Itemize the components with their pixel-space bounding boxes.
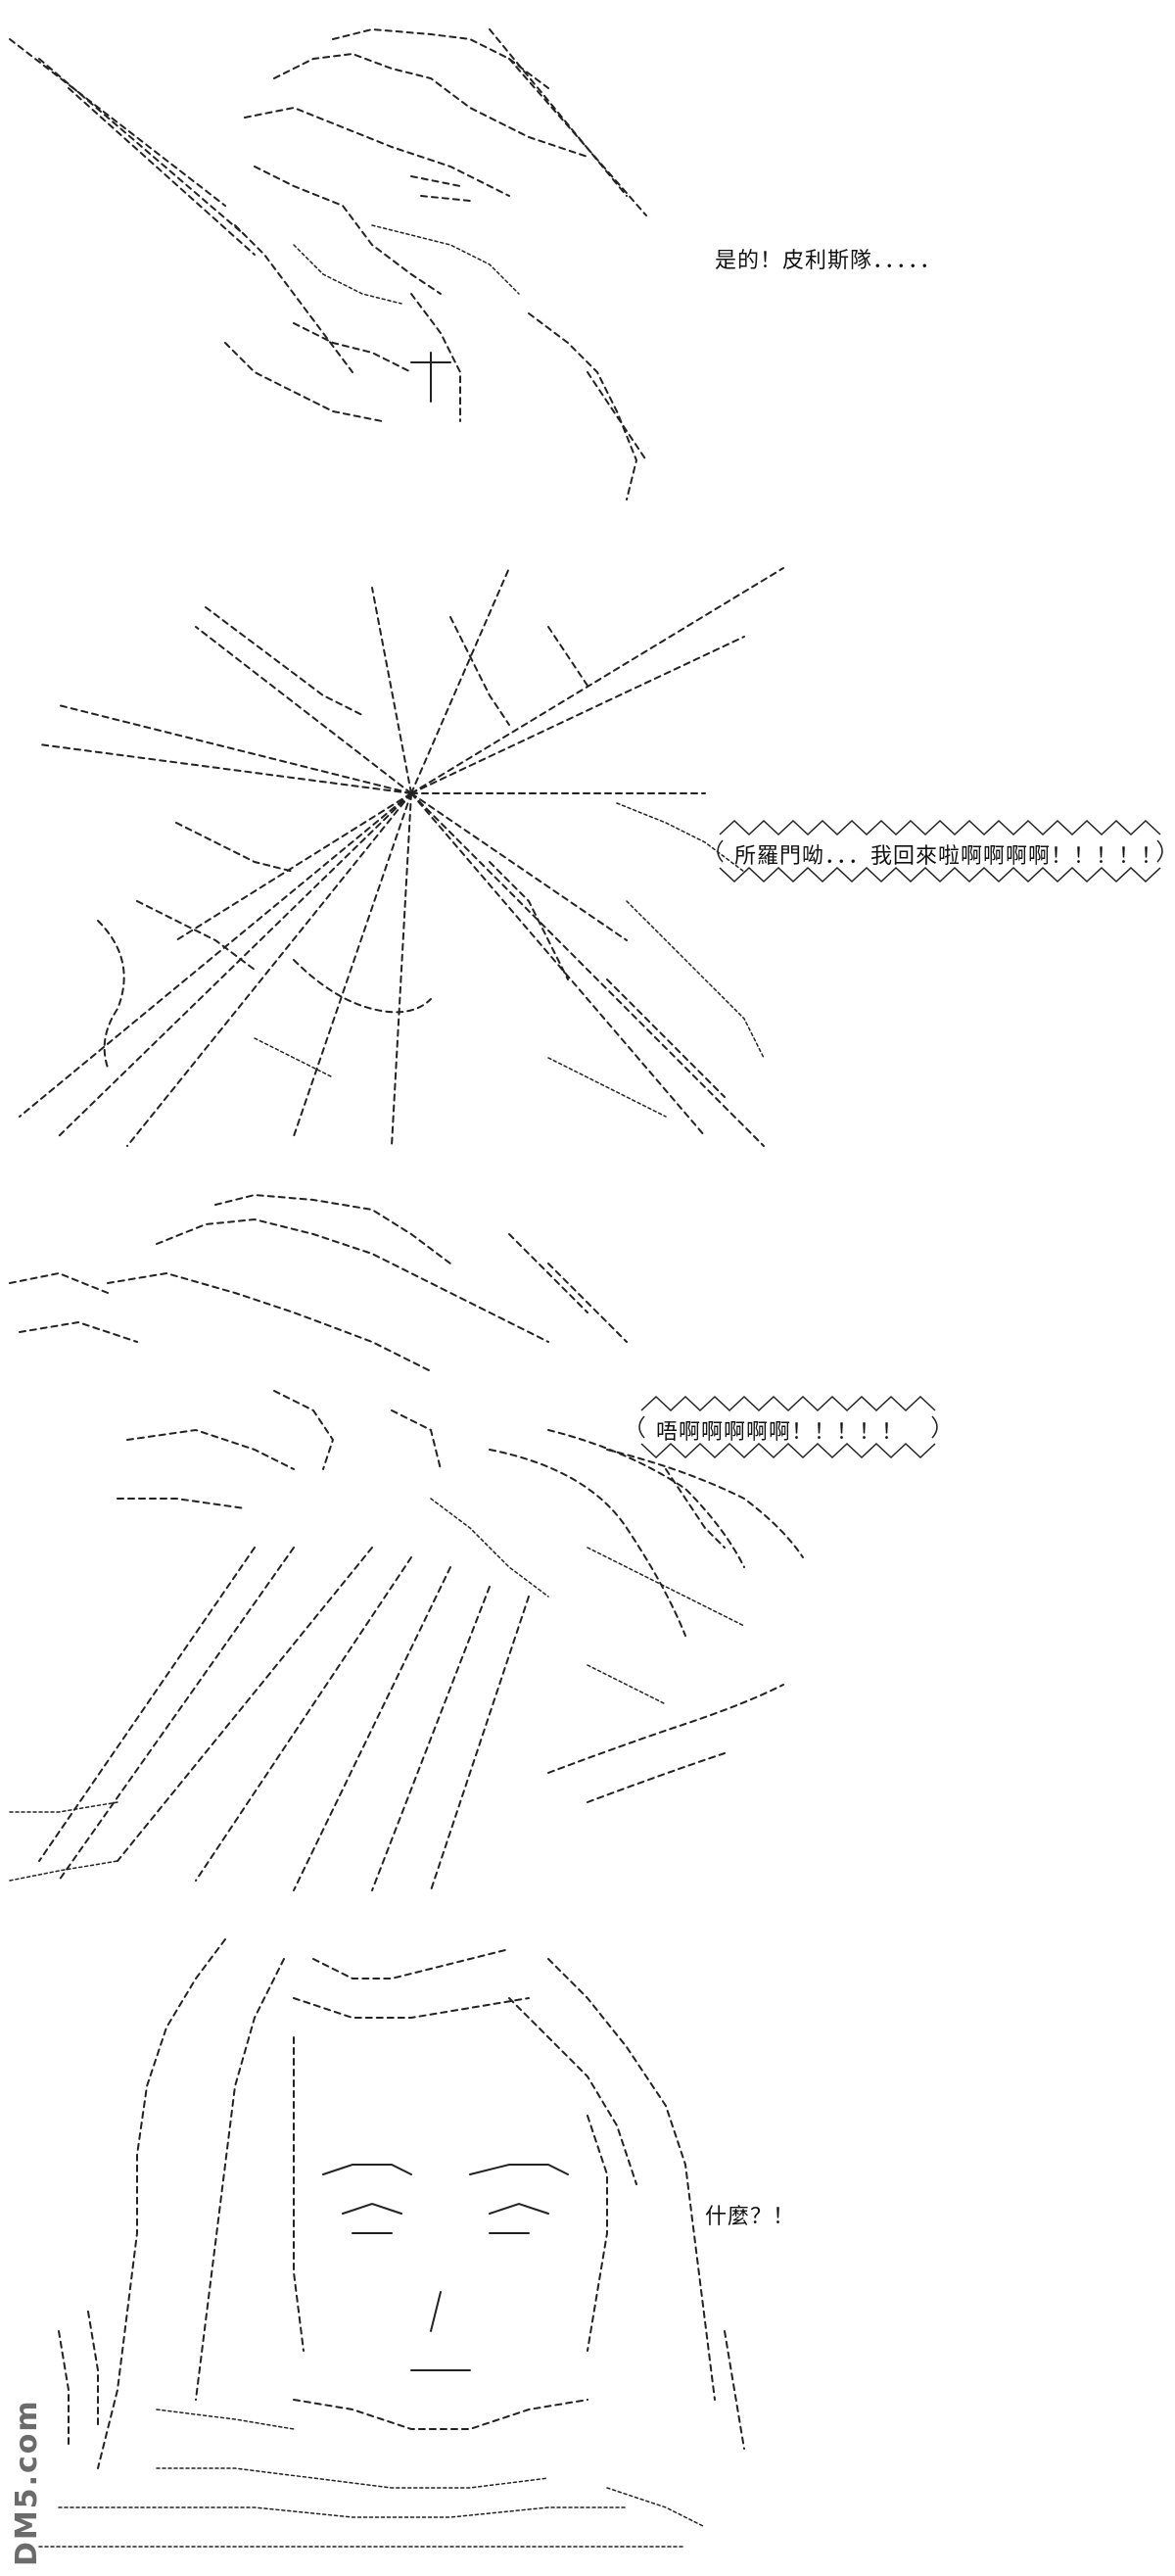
watermark-logo: DM5.com	[10, 2399, 44, 2566]
panel-4: 什麼？！	[0, 1920, 1175, 2576]
ascii-art-mobile-suit-2	[9, 1193, 804, 1891]
ascii-art-character-face	[38, 1938, 745, 2548]
speech-bubble-spiky-2	[638, 1395, 938, 1459]
caption-what: 什麼？！	[705, 2205, 796, 2229]
speech-bubble-spiky-1	[717, 819, 1163, 883]
panel-3: 唔啊啊啊啊啊！！！！！	[0, 1175, 1175, 1900]
bubble-text-scream: 唔啊啊啊啊啊！！！！！	[656, 1420, 905, 1445]
caption-pilot-line-1: 是的！皮利斯隊．．．．．	[715, 249, 943, 273]
panel-1: 是的！皮利斯隊．．．．．	[0, 0, 1175, 509]
panel-2: 所羅門呦．．．我回來啦啊啊啊啊！！！！！	[0, 549, 1175, 1156]
bubble-text-solomon: 所羅門呦．．．我回來啦啊啊啊啊！！！！！	[734, 844, 1164, 869]
ascii-art-explosion	[19, 567, 784, 1147]
ascii-art-mobile-suit-1	[9, 27, 647, 501]
